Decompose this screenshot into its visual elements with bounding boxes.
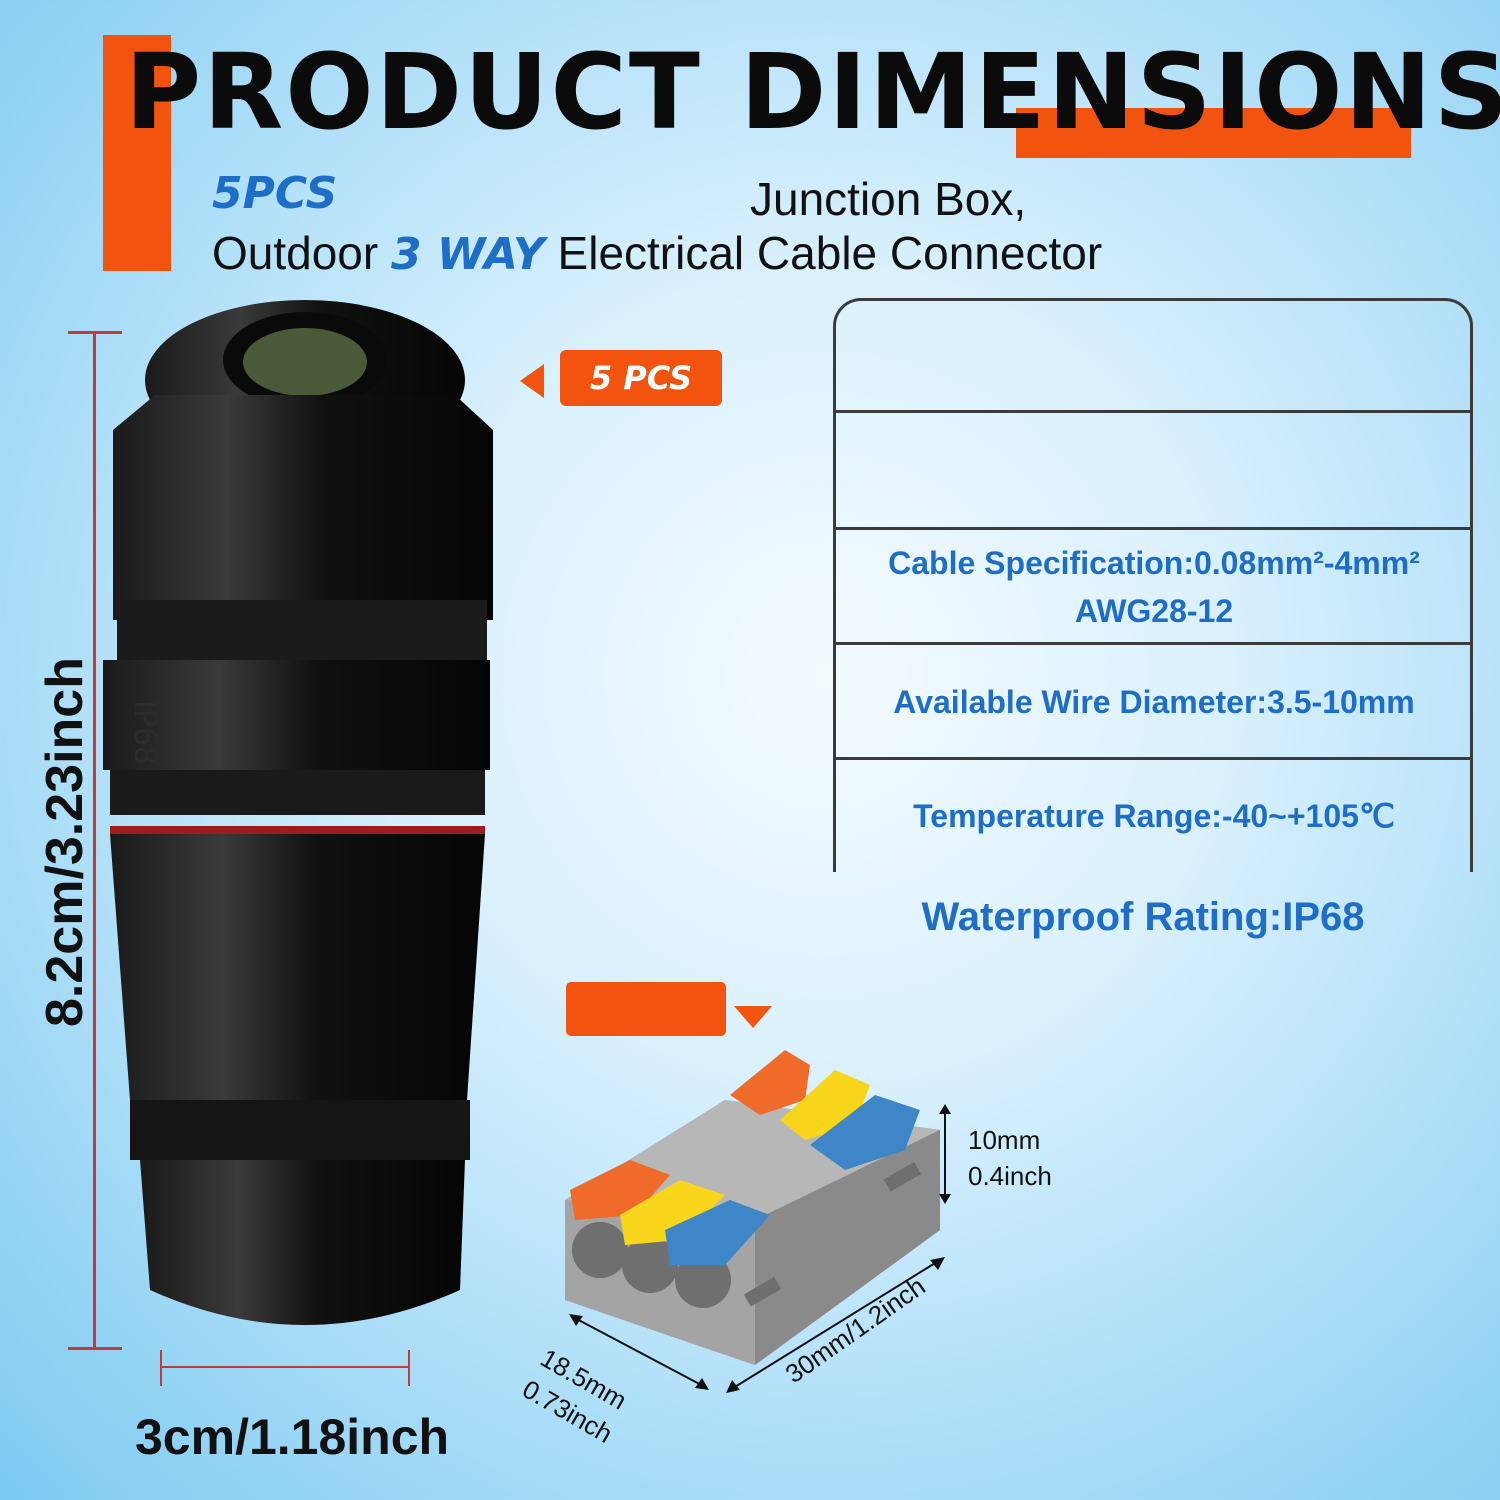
junction-box-illustration: IP68	[103, 300, 493, 1325]
page-title: PRODUCT DIMENSIONS	[125, 31, 1500, 153]
height-dimension-cap-bottom	[68, 1347, 122, 1350]
height-dimension-cap-top	[68, 331, 122, 334]
subtitle-line2-prefix: Outdoor	[212, 227, 379, 279]
lever-orange-back	[730, 1050, 810, 1115]
spec-temperature-line1: Temperature Range:-40~+105℃	[913, 798, 1395, 834]
tag-arrow-icon	[734, 1006, 772, 1028]
subtitle-quantity: 5PCS	[212, 168, 338, 219]
subtitle-line1: Junction Box,	[750, 173, 1027, 225]
subtitle-line2-highlight: 3 WAY	[391, 229, 545, 280]
connector-height-mm: 10mm	[968, 1125, 1041, 1155]
spec-cable-line2: AWG28-12	[1074, 592, 1234, 629]
title-accent-bar-left	[103, 35, 171, 271]
spec-cable-line1: Cable Specification:0.08mm²-4mm²	[888, 544, 1420, 581]
lever-blue-front	[665, 1200, 770, 1265]
badge-arrow-icon	[520, 364, 544, 398]
spec-wire-line1: Available Wire Diameter:3.5-10mm	[893, 683, 1415, 720]
quantity-badge: 5 PCS	[560, 350, 722, 406]
connector-tag	[566, 982, 726, 1036]
width-dimension-cap-left	[160, 1350, 162, 1386]
connector-height-arrow	[939, 1104, 951, 1204]
spec-row-temperature: Temperature Range:-40~+105℃	[835, 757, 1473, 872]
spec-table	[833, 298, 1473, 872]
spec-row-wire: Available Wire Diameter:3.5-10mm	[835, 642, 1473, 758]
height-dimension-label: 8.2cm/3.23inch	[36, 657, 94, 1027]
ip-marking: IP68	[127, 700, 162, 765]
spec-row-empty-1	[835, 410, 1473, 528]
connector-height-in: 0.4inch	[968, 1161, 1052, 1192]
width-dimension-line	[160, 1366, 410, 1368]
lever-orange-front	[570, 1160, 670, 1220]
spec-row-cable: Cable Specification:0.08mm²-4mm² AWG28-1…	[835, 527, 1473, 643]
subtitle-line2: Outdoor 3 WAY Electrical Cable Connector	[212, 230, 1102, 277]
connector-length-arrow	[726, 1257, 945, 1393]
waterproof-rating: Waterproof Rating:IP68	[921, 895, 1365, 939]
title-accent-bar-right	[1016, 108, 1411, 158]
lever-blue-back	[810, 1095, 920, 1170]
lever-connector-illustration	[565, 1050, 940, 1365]
height-dimension-line	[93, 333, 96, 1348]
width-dimension-cap-right	[408, 1350, 410, 1386]
lever-yellow-front	[620, 1180, 725, 1245]
subtitle-line2-suffix: Electrical Cable Connector	[557, 227, 1103, 279]
width-dimension-label: 3cm/1.18inch	[135, 1409, 450, 1465]
connector-depth-arrow	[569, 1314, 709, 1390]
connector-height-label: 10mm 0.4inch	[968, 1122, 1052, 1195]
